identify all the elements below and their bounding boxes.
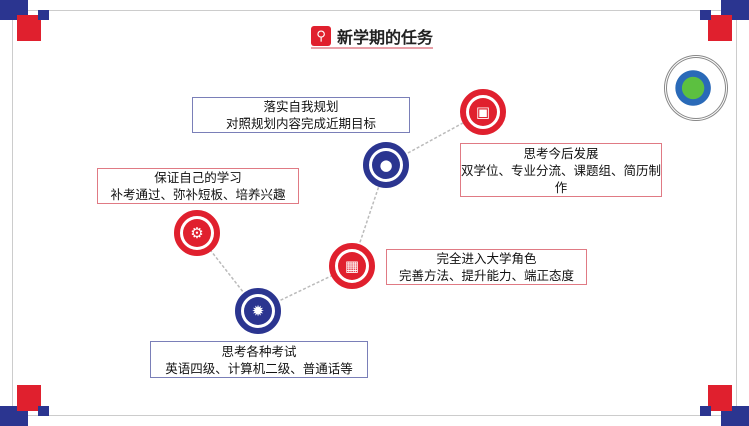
task-detail: 完善方法、提升能力、端正态度 (398, 268, 574, 283)
task-box-self-plan: 落实自我规划 对照规划内容完成近期目标 (192, 97, 410, 133)
corner-decoration (700, 10, 711, 20)
slide-title: ⚲ 新学期的任务 (311, 25, 434, 49)
search-icon: ⚲ (311, 26, 331, 46)
slide-frame (12, 10, 737, 416)
corner-decoration (0, 406, 28, 426)
task-heading: 思考今后发展 (523, 145, 599, 161)
corner-decoration (17, 385, 41, 411)
task-box-future: 思考今后发展 双学位、专业分流、课题组、简历制作 (460, 143, 662, 197)
aperture-icon: ✹ (235, 288, 281, 334)
task-detail: 对照规划内容完成近期目标 (225, 116, 376, 131)
task-detail: 英语四级、计算机二级、普通话等 (165, 360, 353, 376)
task-heading: 保证自己的学习 (154, 170, 242, 185)
school-logo (664, 55, 728, 121)
corner-decoration (721, 406, 749, 426)
windows-icon: ▦ (329, 243, 375, 289)
corner-decoration (708, 385, 732, 411)
corner-decoration (708, 15, 732, 41)
corner-decoration (38, 10, 49, 20)
task-box-study: 保证自己的学习 补考通过、弥补短板、培养兴趣 (97, 168, 299, 204)
task-detail: 双学位、专业分流、课题组、简历制作 (461, 162, 662, 195)
task-heading: 落实自我规划 (263, 99, 339, 114)
task-heading: 完全进入大学角色 (436, 251, 537, 266)
instagram-icon: ▣ (460, 89, 506, 135)
corner-decoration (700, 406, 711, 416)
corner-decoration (38, 406, 49, 416)
task-box-role: 完全进入大学角色 完善方法、提升能力、端正态度 (386, 249, 587, 285)
task-detail: 补考通过、弥补短板、培养兴趣 (110, 187, 286, 202)
title-text: 新学期的任务 (337, 28, 434, 47)
task-box-exams: 思考各种考试 英语四级、计算机二级、普通话等 (150, 341, 368, 378)
corner-decoration (17, 15, 41, 41)
gear-icon: ⚙ (174, 210, 220, 256)
task-heading: 思考各种考试 (221, 343, 297, 359)
apple-icon: ● (363, 142, 409, 188)
